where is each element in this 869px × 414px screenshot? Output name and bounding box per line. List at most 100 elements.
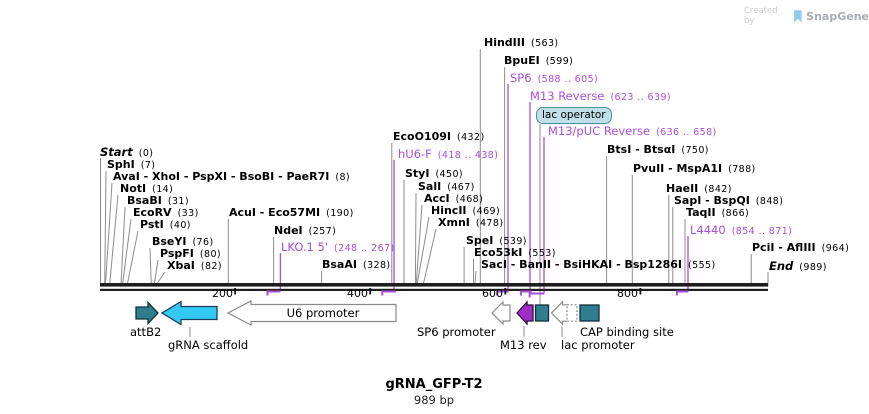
- enzyme-position: (7): [140, 160, 156, 171]
- enzyme-name: HincII: [431, 204, 467, 217]
- enzyme-position: (33): [177, 208, 199, 219]
- enzyme-label-sali[interactable]: SalI(467): [418, 181, 475, 194]
- enzyme-label-bsaai[interactable]: BsaAI(328): [322, 259, 391, 272]
- enzyme-label-hindiii[interactable]: HindIII(563): [484, 37, 559, 50]
- snapgene-brand-text: SnapGene: [806, 9, 869, 23]
- m13-rev-arrow[interactable]: [516, 300, 534, 326]
- map-title: gRNA_GFP-T2: [385, 377, 483, 392]
- primer-position: (588 .. 605): [537, 74, 599, 85]
- grna-scaffold-label[interactable]: gRNA scaffold: [168, 338, 249, 352]
- enzyme-name: SphI: [107, 158, 135, 171]
- snapgene-flag-icon: [793, 9, 802, 22]
- enzyme-label-start[interactable]: Start(0): [100, 146, 153, 160]
- enzyme-position: (432): [457, 132, 485, 143]
- cap-binding-site-label[interactable]: CAP binding site: [580, 325, 674, 339]
- enzyme-name: BpuEI: [504, 54, 540, 67]
- enzyme-name: Eco53kI: [474, 246, 523, 259]
- enzyme-position: (539): [499, 236, 527, 247]
- map-length: 989 bp: [413, 393, 455, 407]
- ruler-label-200: 200: [212, 287, 233, 300]
- sp6-promoter-arrow[interactable]: [491, 300, 511, 326]
- enzyme-connector-lines: [100, 49, 769, 337]
- enzyme-label-eco53ki[interactable]: Eco53kI (553): [474, 247, 556, 260]
- enzyme-name: PspFI: [160, 247, 194, 260]
- enzyme-label-saci-group[interactable]: SacI - BanII - BsiHKAI - Bsp1286I(555): [481, 259, 716, 272]
- enzyme-label-end[interactable]: End(989): [769, 260, 827, 274]
- enzyme-label-pspfi[interactable]: PspFI(80): [160, 248, 221, 261]
- enzyme-label-ecoo109i[interactable]: EcoO109I(432): [393, 131, 485, 144]
- enzyme-name: PvuII - MspA1I: [633, 162, 723, 175]
- sp6-promoter-label[interactable]: SP6 promoter: [417, 325, 496, 339]
- enzyme-position: (8): [335, 172, 351, 183]
- enzyme-name: BseYI: [152, 235, 187, 248]
- attb2-label[interactable]: attB2: [130, 325, 162, 339]
- enzyme-name: SpeI: [466, 234, 494, 247]
- enzyme-label-avai-group[interactable]: AvaI - XhoI - PspXI - BsoBI - PaeR7I (8): [113, 171, 350, 184]
- enzyme-label-styi[interactable]: StyI(450): [405, 168, 463, 181]
- grna-scaffold-arrow[interactable]: [160, 300, 218, 326]
- primer-label-lko1-5[interactable]: LKO.1 5'(248 .. 267): [281, 241, 395, 255]
- enzyme-position: (750): [681, 145, 709, 156]
- enzyme-position: (563): [530, 38, 559, 49]
- enzyme-label-acci[interactable]: AccI(468): [424, 193, 483, 206]
- enzyme-label-pvuii-group[interactable]: PvuII - MspA1I (788): [633, 163, 756, 176]
- enzyme-label-psti[interactable]: PstI(40): [140, 219, 191, 232]
- enzyme-label-ecorv[interactable]: EcoRV (33): [133, 207, 199, 220]
- enzyme-label-bpuei[interactable]: BpuEI (599): [504, 55, 573, 68]
- primer-label-m13-reverse[interactable]: M13 Reverse(623 .. 639): [530, 90, 671, 104]
- primer-label-l4440[interactable]: L4440(854 .. 871): [690, 224, 792, 238]
- primer-position: (636 .. 658): [656, 127, 717, 138]
- ruler-label-600: 600: [482, 287, 503, 300]
- attb2-arrow[interactable]: [135, 300, 159, 326]
- enzyme-label-ndei[interactable]: NdeI(257): [274, 225, 336, 238]
- primer-name: M13 Reverse: [530, 89, 605, 103]
- enzyme-name: TaqII: [686, 206, 716, 219]
- enzyme-label-sphi[interactable]: SphI (7): [107, 159, 155, 172]
- enzyme-name: BsaBI: [127, 194, 162, 207]
- enzyme-label-bsabi[interactable]: BsaBI(31): [127, 195, 189, 208]
- lac-promoter-dotted-body[interactable]: [566, 304, 578, 322]
- enzyme-name: AvaI - XhoI - PspXI - BsoBI - PaeR7I: [113, 170, 330, 183]
- enzyme-label-xbai[interactable]: XbaI(82): [167, 260, 222, 273]
- enzyme-position: (553): [528, 248, 556, 259]
- enzyme-label-pcii-group[interactable]: PciI - AflIII(964): [752, 242, 849, 255]
- enzyme-position: (468): [455, 194, 484, 205]
- lac-operator-box[interactable]: [534, 304, 550, 322]
- enzyme-label-xmni[interactable]: XmnI(478): [438, 217, 503, 230]
- enzyme-label-acui-group[interactable]: AcuI - Eco57MI(190): [229, 207, 354, 220]
- m13-rev-label[interactable]: M13 rev: [500, 338, 547, 352]
- enzyme-position: (328): [362, 260, 391, 271]
- enzyme-label-btsi-group[interactable]: BtsI - BtsαI(750): [607, 144, 709, 157]
- u6-promoter-label[interactable]: U6 promoter: [286, 306, 360, 320]
- primer-name: SP6: [510, 71, 532, 85]
- enzyme-label-noti[interactable]: NotI(14): [120, 183, 173, 196]
- enzyme-position: (82): [200, 261, 222, 272]
- enzyme-label-bseyi[interactable]: BseYI (76): [152, 236, 214, 249]
- enzyme-label-hincii[interactable]: HincII(469): [431, 205, 500, 218]
- enzyme-position: (964): [821, 243, 850, 254]
- enzyme-position: (599): [545, 56, 574, 67]
- enzyme-label-sapi-group[interactable]: SapI - BspQI(848): [674, 195, 783, 208]
- primer-label-m13-puc-reverse[interactable]: M13/pUC Reverse (636 .. 658): [548, 125, 717, 139]
- enzyme-name: End: [769, 259, 794, 273]
- sequence-line: [100, 283, 768, 291]
- enzyme-position: (788): [728, 164, 756, 175]
- primer-label-sp6[interactable]: SP6 (588 .. 605): [510, 72, 598, 86]
- enzyme-label-spei[interactable]: SpeI (539): [466, 235, 527, 248]
- lac-promoter-arrow[interactable]: [550, 300, 568, 326]
- enzyme-name: NotI: [120, 182, 147, 195]
- enzyme-name: XmnI: [438, 216, 470, 229]
- primer-name: M13/pUC Reverse: [548, 124, 651, 138]
- lac-operator-label[interactable]: lac operator: [536, 107, 612, 124]
- enzyme-label-haeii[interactable]: HaeII(842): [666, 183, 732, 196]
- lac-promoter-label[interactable]: lac promoter: [561, 338, 635, 352]
- u6-promoter-arrow[interactable]: [226, 300, 397, 326]
- enzyme-name: EcoRV: [133, 206, 172, 219]
- enzyme-label-taqii[interactable]: TaqII(866): [686, 207, 749, 220]
- primer-label-hu6-f[interactable]: hU6-F(418 .. 438): [398, 148, 498, 162]
- enzyme-position: (450): [435, 169, 463, 180]
- snapgene-watermark: Created by SnapGene: [744, 6, 869, 26]
- enzyme-position: (76): [192, 237, 214, 248]
- cap-binding-site-box[interactable]: [579, 304, 600, 322]
